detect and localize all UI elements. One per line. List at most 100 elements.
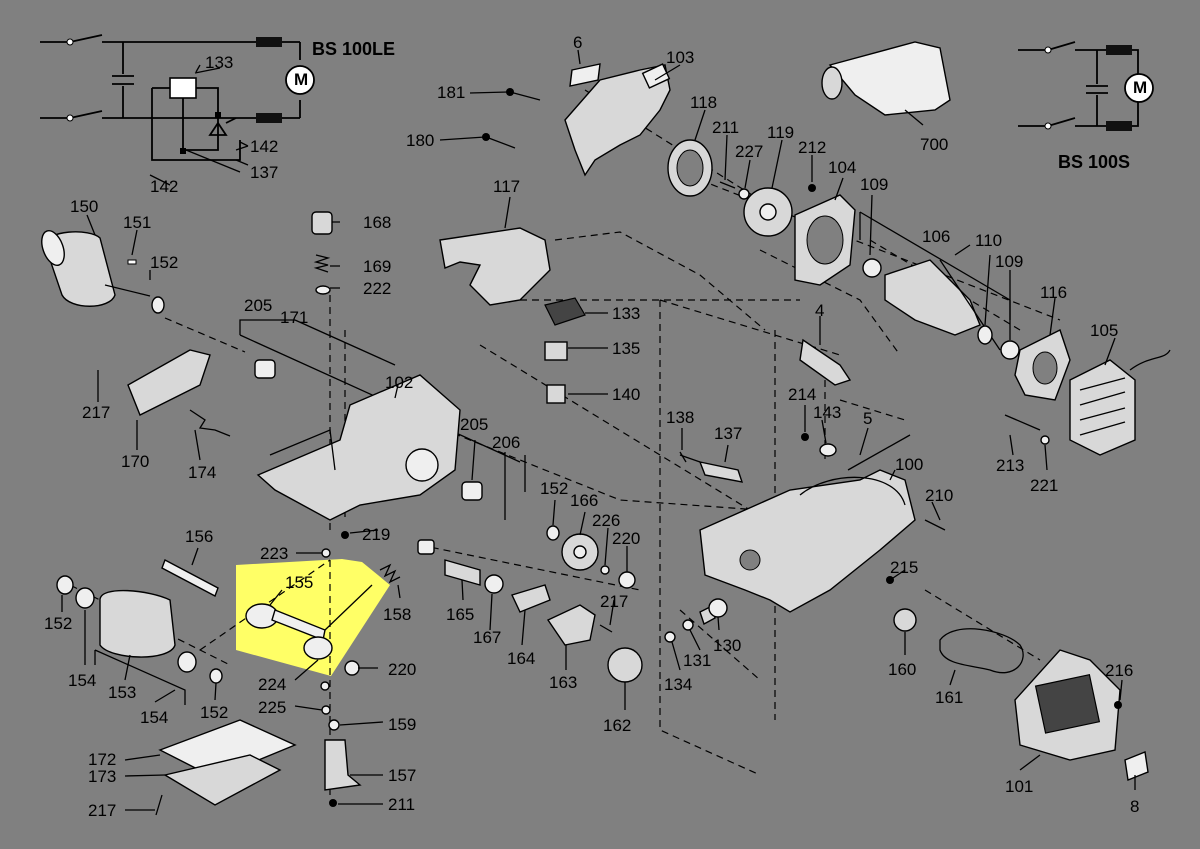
circuit-bs100s: M bbox=[1018, 41, 1154, 131]
label-167: 167 bbox=[473, 628, 501, 647]
label-156: 156 bbox=[185, 527, 213, 546]
label-4: 4 bbox=[815, 301, 824, 320]
label-154-right: 154 bbox=[140, 708, 168, 727]
leader-lines bbox=[61, 49, 1136, 811]
label-173: 173 bbox=[88, 767, 116, 786]
label-163: 163 bbox=[549, 673, 577, 692]
label-180: 180 bbox=[406, 131, 434, 150]
label-219: 219 bbox=[362, 525, 390, 544]
label-220-lower: 220 bbox=[388, 660, 416, 679]
label-102: 102 bbox=[385, 373, 413, 392]
label-137: 137 bbox=[714, 424, 742, 443]
label-174: 174 bbox=[188, 463, 216, 482]
label-214: 214 bbox=[788, 385, 816, 404]
label-169: 169 bbox=[363, 257, 391, 276]
label-155: 155 bbox=[285, 573, 313, 592]
variant-label-right: BS 100S bbox=[1058, 152, 1130, 172]
label-170: 170 bbox=[121, 452, 149, 471]
label-152-left: 152 bbox=[44, 614, 72, 633]
label-205-mid: 205 bbox=[460, 415, 488, 434]
label-164: 164 bbox=[507, 649, 535, 668]
label-142-right: 142 bbox=[250, 137, 278, 156]
label-109-top: 109 bbox=[860, 175, 888, 194]
label-168: 168 bbox=[363, 213, 391, 232]
label-106: 106 bbox=[922, 227, 950, 246]
assembly-lines bbox=[59, 89, 1061, 800]
label-171: 171 bbox=[280, 308, 308, 327]
label-8: 8 bbox=[1130, 797, 1139, 816]
svg-text:M: M bbox=[1133, 78, 1147, 97]
label-6: 6 bbox=[573, 33, 582, 52]
parts bbox=[41, 41, 1171, 816]
label-138: 138 bbox=[666, 408, 694, 427]
label-213: 213 bbox=[996, 456, 1024, 475]
label-110: 110 bbox=[975, 231, 1002, 250]
label-134: 134 bbox=[664, 675, 692, 694]
label-100: 100 bbox=[895, 455, 923, 474]
label-210: 210 bbox=[925, 486, 953, 505]
label-225: 225 bbox=[258, 698, 286, 717]
label-5: 5 bbox=[863, 409, 872, 428]
label-103: 103 bbox=[666, 48, 694, 67]
label-158: 158 bbox=[383, 605, 411, 624]
label-220-mid: 220 bbox=[612, 529, 640, 548]
label-105: 105 bbox=[1090, 321, 1118, 340]
label-137-circuit: 137 bbox=[250, 163, 278, 182]
label-142-left: 142 bbox=[150, 177, 178, 196]
label-159: 159 bbox=[388, 715, 416, 734]
label-217-bottom: 217 bbox=[88, 801, 116, 820]
label-157: 157 bbox=[388, 766, 416, 785]
label-205-top: 205 bbox=[244, 296, 272, 315]
label-217-left: 217 bbox=[82, 403, 110, 422]
label-150: 150 bbox=[70, 197, 98, 216]
label-133-circuit: 133 bbox=[205, 53, 233, 72]
label-211-bottom: 211 bbox=[388, 795, 415, 814]
label-152-top: 152 bbox=[150, 253, 178, 272]
label-221: 221 bbox=[1030, 476, 1058, 495]
label-227: 227 bbox=[735, 142, 763, 161]
label-181: 181 bbox=[437, 83, 465, 102]
label-104: 104 bbox=[828, 158, 856, 177]
label-153: 153 bbox=[108, 683, 136, 702]
label-212: 212 bbox=[798, 138, 826, 157]
label-152-bottom: 152 bbox=[200, 703, 228, 722]
label-118: 118 bbox=[690, 93, 717, 112]
label-143: 143 bbox=[813, 403, 841, 422]
label-172: 172 bbox=[88, 750, 116, 769]
svg-text:M: M bbox=[294, 70, 308, 89]
bracket-lines bbox=[94, 211, 1011, 705]
label-117: 117 bbox=[493, 177, 520, 196]
highlight-part-155 bbox=[236, 559, 390, 676]
label-133: 133 bbox=[612, 304, 640, 323]
variant-label-left: BS 100LE bbox=[312, 39, 395, 59]
label-166: 166 bbox=[570, 491, 598, 510]
label-162: 162 bbox=[603, 716, 631, 735]
label-226: 226 bbox=[592, 511, 620, 530]
label-161: 161 bbox=[935, 688, 963, 707]
label-216: 216 bbox=[1105, 661, 1133, 680]
label-160: 160 bbox=[888, 660, 916, 679]
label-130: 130 bbox=[713, 636, 741, 655]
label-165: 165 bbox=[446, 605, 474, 624]
label-119: 119 bbox=[767, 123, 794, 142]
label-217-mid: 217 bbox=[600, 592, 628, 611]
label-206: 206 bbox=[492, 433, 520, 452]
label-116: 116 bbox=[1040, 283, 1067, 302]
label-222: 222 bbox=[363, 279, 391, 298]
label-152-mid: 152 bbox=[540, 479, 568, 498]
label-215: 215 bbox=[890, 558, 918, 577]
label-151: 151 bbox=[123, 213, 151, 232]
label-224: 224 bbox=[258, 675, 286, 694]
label-101: 101 bbox=[1005, 777, 1033, 796]
label-211-top: 211 bbox=[712, 118, 739, 137]
label-154-left: 154 bbox=[68, 671, 96, 690]
part-labels: BS 100LE BS 100S 6 103 181 180 118 211 2… bbox=[44, 33, 1139, 820]
label-131: 131 bbox=[683, 651, 711, 670]
label-135: 135 bbox=[612, 339, 640, 358]
circuit-bs100le: M bbox=[40, 34, 315, 173]
label-700: 700 bbox=[920, 135, 948, 154]
label-223: 223 bbox=[260, 544, 288, 563]
label-140: 140 bbox=[612, 385, 640, 404]
label-109-right: 109 bbox=[995, 252, 1023, 271]
